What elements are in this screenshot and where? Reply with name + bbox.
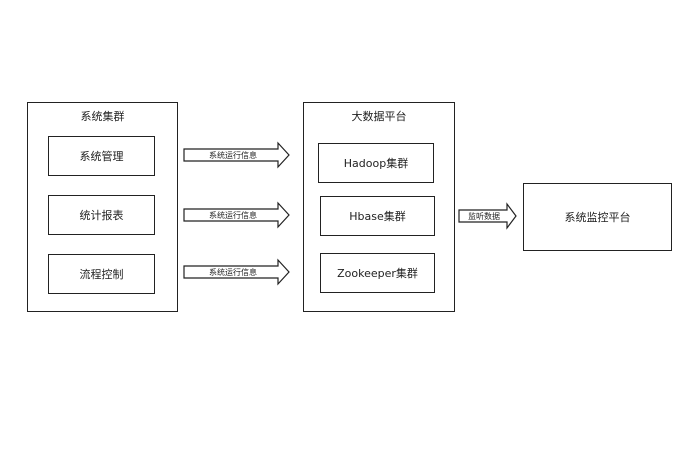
system-run-info-arrow-3: 系统运行信息 xyxy=(183,258,290,286)
arrow-shape xyxy=(458,202,517,230)
monitor-data-arrow: 监听数据 xyxy=(458,202,517,230)
bigdata-platform-title: 大数据平台 xyxy=(351,110,407,123)
monitor-platform-node: 系统监控平台 xyxy=(523,183,672,251)
system-management-node: 系统管理 xyxy=(48,136,155,176)
hadoop-cluster-node: Hadoop集群 xyxy=(318,143,434,183)
statistics-report-node: 统计报表 xyxy=(48,195,155,235)
arrow-shape xyxy=(183,201,290,229)
arrow-shape xyxy=(183,258,290,286)
arrow-shape xyxy=(183,141,290,169)
arrow-label: 系统运行信息 xyxy=(209,210,257,220)
system-run-info-arrow-2: 系统运行信息 xyxy=(183,201,290,229)
system-run-info-arrow-1: 系统运行信息 xyxy=(183,141,290,169)
arrow-label: 系统运行信息 xyxy=(209,150,257,160)
process-control-node: 流程控制 xyxy=(48,254,155,294)
arrow-label: 系统运行信息 xyxy=(209,267,257,277)
arrow-label: 监听数据 xyxy=(468,211,500,221)
zookeeper-cluster-node: Zookeeper集群 xyxy=(320,253,435,293)
hbase-cluster-node: Hbase集群 xyxy=(320,196,435,236)
system-cluster-title: 系统集群 xyxy=(80,110,125,123)
